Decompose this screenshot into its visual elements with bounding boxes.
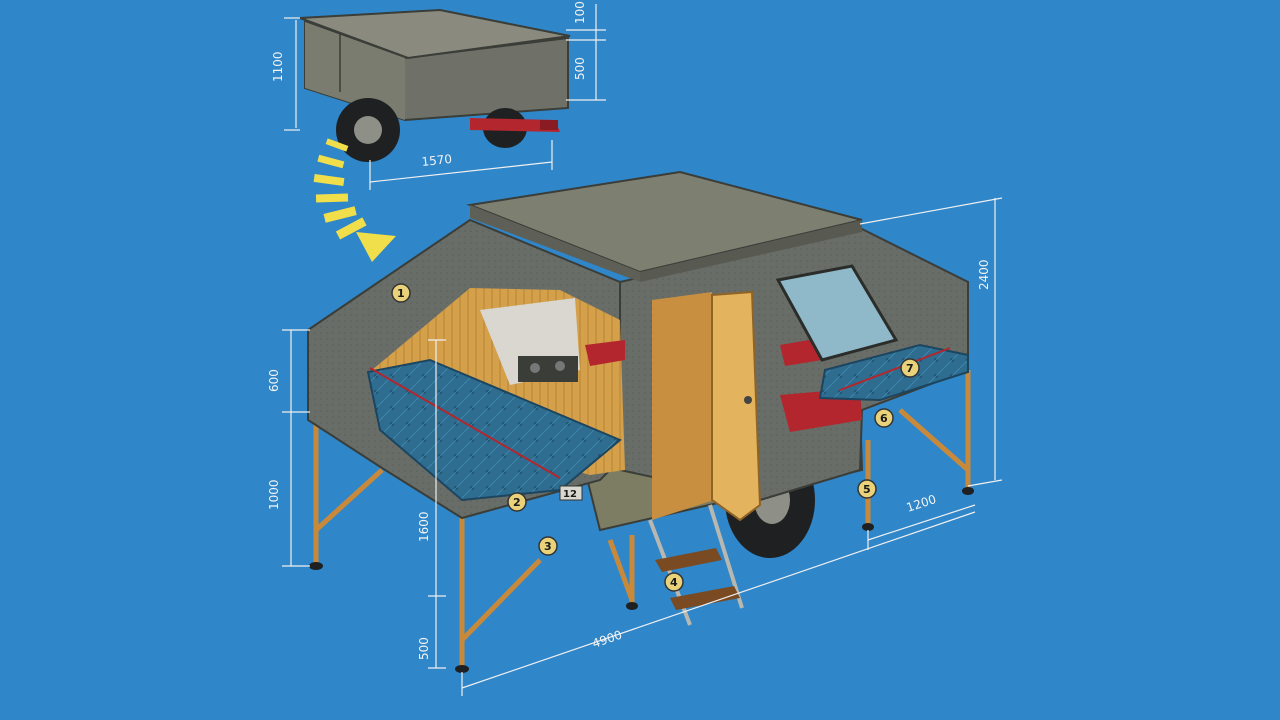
side-window	[775, 264, 899, 362]
dim-interior-height: 1600	[417, 511, 431, 542]
dim-top-offset: 100	[573, 1, 587, 24]
dim-side-height: 500	[573, 57, 587, 80]
entry-steps	[648, 504, 744, 626]
callout-3: 3	[538, 536, 558, 556]
callout-1: 1	[391, 283, 411, 303]
callout-7: 7	[900, 358, 920, 378]
callout-label-3: 3	[544, 540, 552, 553]
plate-label: 12	[563, 489, 577, 500]
callout-label-7: 7	[906, 362, 914, 375]
callout-2: 2	[507, 492, 527, 512]
entry-door	[711, 290, 762, 522]
callout-label-1: 1	[397, 287, 405, 300]
dim-base-height: 600	[267, 369, 281, 392]
dim-ground-clearance: 500	[417, 637, 431, 660]
dim-closed-height: 1100	[271, 51, 285, 82]
right-bed	[818, 343, 969, 402]
dim-total-height: 2400	[977, 259, 991, 290]
callout-label-5: 5	[863, 483, 871, 496]
callout-6: 6	[874, 408, 894, 428]
callout-label-4: 4	[670, 576, 678, 589]
callout-5: 5	[857, 479, 877, 499]
callout-4: 4	[664, 572, 684, 592]
callout-label-2: 2	[513, 496, 521, 509]
closed-dimensions: 1100 100 500 1570	[271, 1, 606, 190]
callout-label-6: 6	[880, 412, 888, 425]
dim-closed-length: 1570	[421, 152, 453, 169]
dim-leg-height: 1000	[267, 479, 281, 510]
unfold-arrow-icon	[313, 138, 396, 262]
main-dimensions: 2400 600 1000 1600 500 4900 1200	[267, 197, 1003, 696]
interior-cutaway	[366, 264, 969, 522]
closed-trailer-illustration	[299, 8, 571, 162]
plate-badge	[559, 485, 583, 501]
